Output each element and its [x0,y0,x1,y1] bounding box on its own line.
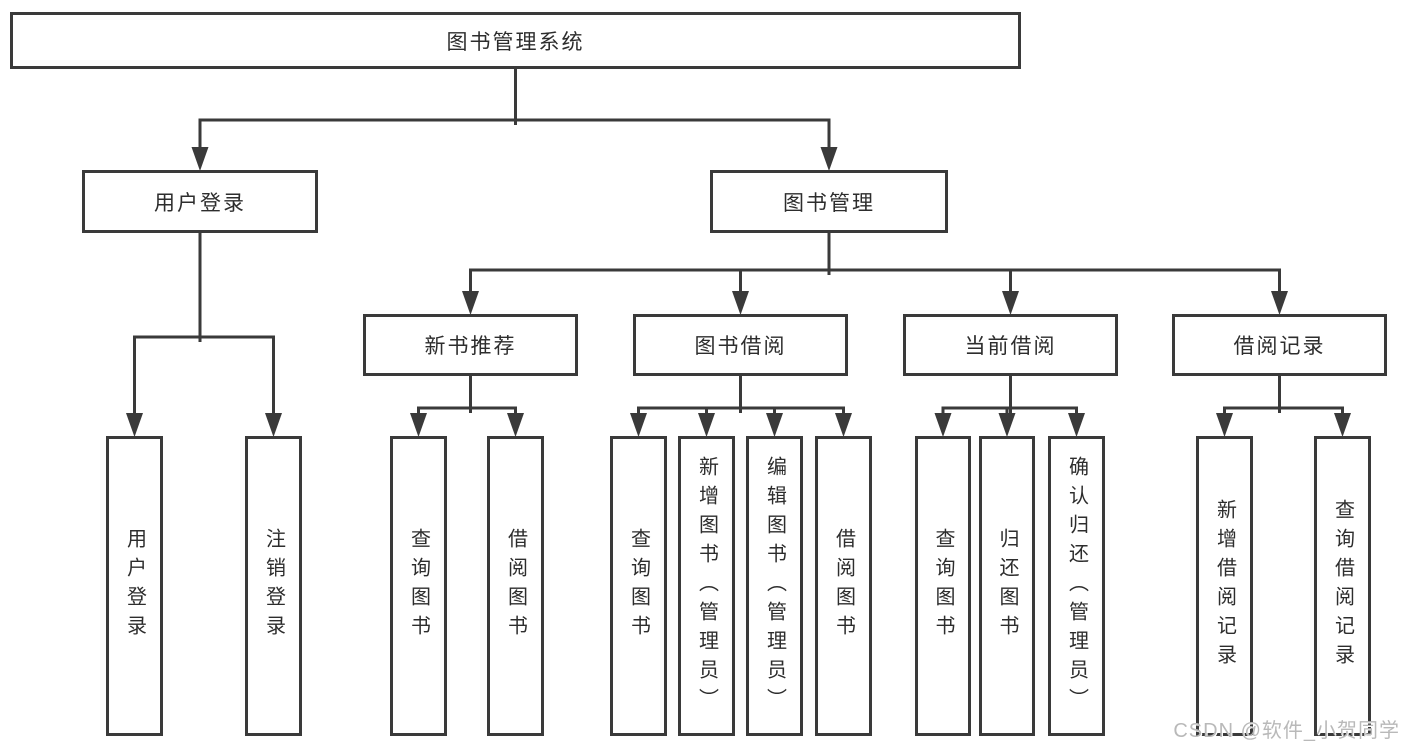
node-label-leaf-query-borrow-record: 查询借阅记录 [1331,499,1354,673]
node-label-leaf-query-books-rec: 查询图书 [407,528,430,644]
node-user-login: 用户登录 [82,170,318,233]
node-label-leaf-add-book: 新增图书（管理员） [695,455,718,717]
node-label-leaf-return-book: 归还图书 [996,528,1018,644]
node-leaf-logout: 注销登录 [245,436,302,736]
node-label-root: 图书管理系统 [446,30,585,54]
watermark: CSDN @软件_小贺同学 [1173,720,1400,742]
node-label-leaf-logout: 注销登录 [262,528,285,644]
node-label-user-login: 用户登录 [154,191,246,215]
node-leaf-query-books-current: 查询图书 [915,436,971,736]
node-label-leaf-add-borrow-record: 新增借阅记录 [1213,499,1236,673]
node-leaf-query-books-borrow: 查询图书 [610,436,667,736]
node-book-mgmt: 图书管理 [710,170,948,233]
node-leaf-add-book: 新增图书（管理员） [678,436,735,736]
node-label-borrow-records: 借阅记录 [1233,335,1326,358]
node-label-current-borrow: 当前借阅 [964,335,1057,358]
node-leaf-edit-book: 编辑图书（管理员） [746,436,803,736]
node-leaf-confirm-return: 确认归还（管理员） [1048,436,1105,736]
node-leaf-query-books-rec: 查询图书 [390,436,447,736]
node-current-borrow: 当前借阅 [903,314,1118,376]
node-label-leaf-confirm-return: 确认归还（管理员） [1065,455,1088,717]
node-leaf-return-book: 归还图书 [979,436,1035,736]
node-leaf-user-login: 用户登录 [106,436,163,736]
node-label-book-mgmt: 图书管理 [783,191,875,215]
node-new-book-rec: 新书推荐 [363,314,578,376]
node-label-leaf-edit-book: 编辑图书（管理员） [763,455,786,717]
node-label-book-borrow: 图书借阅 [694,335,787,358]
node-label-leaf-user-login: 用户登录 [123,528,146,644]
node-leaf-borrow-books-rec: 借阅图书 [487,436,544,736]
node-label-leaf-query-books-borrow: 查询图书 [627,528,650,644]
node-label-leaf-borrow-books-rec: 借阅图书 [504,528,527,644]
node-label-leaf-borrow-books: 借阅图书 [832,528,855,644]
node-label-new-book-rec: 新书推荐 [424,335,517,358]
node-leaf-add-borrow-record: 新增借阅记录 [1196,436,1253,736]
node-label-leaf-query-books-current: 查询图书 [932,528,954,644]
node-leaf-query-borrow-record: 查询借阅记录 [1314,436,1371,736]
node-borrow-records: 借阅记录 [1172,314,1387,376]
node-root: 图书管理系统 [10,12,1021,69]
node-book-borrow: 图书借阅 [633,314,848,376]
node-leaf-borrow-books: 借阅图书 [815,436,872,736]
